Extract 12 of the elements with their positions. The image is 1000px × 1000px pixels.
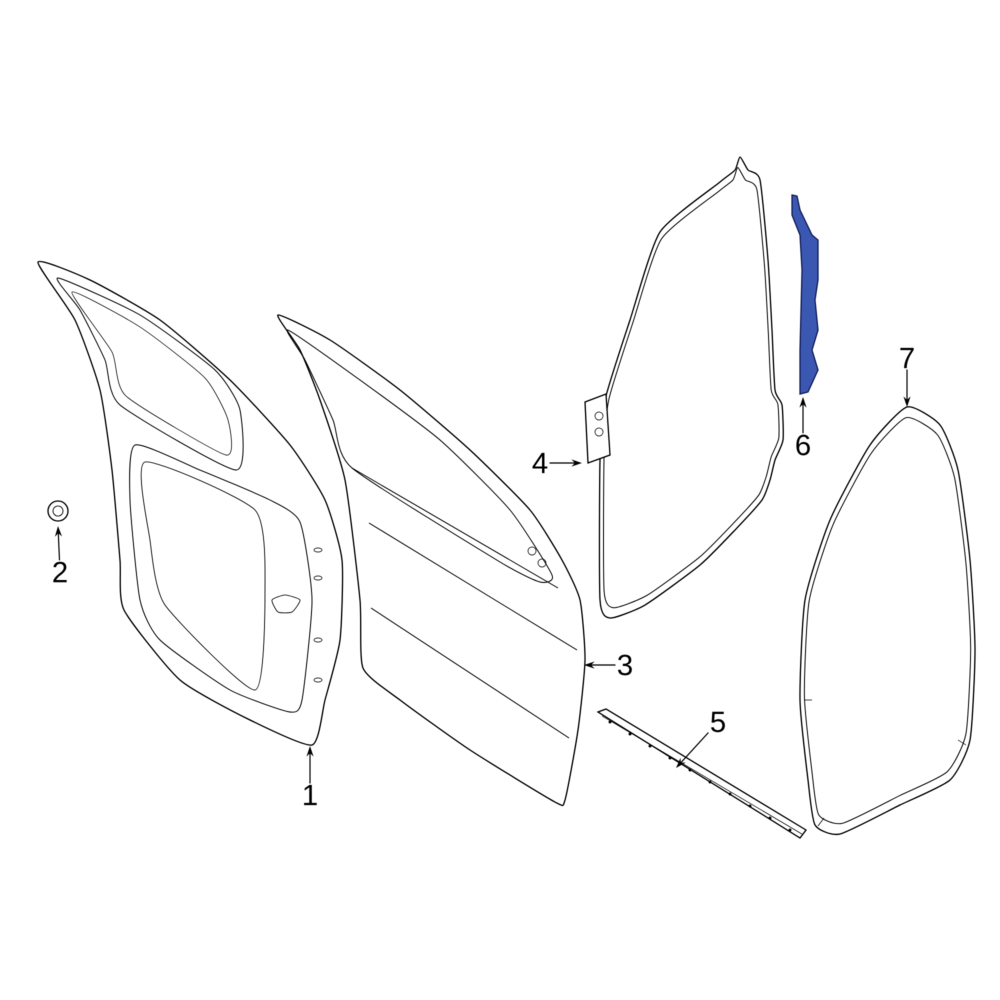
grommet-drawing xyxy=(47,500,69,522)
callout-number: 5 xyxy=(711,712,725,732)
door-skin-drawing xyxy=(277,314,586,806)
callout-number: 2 xyxy=(53,562,67,582)
door-shell-drawing xyxy=(37,260,344,746)
callout-number: 6 xyxy=(796,434,810,456)
seal-drawing xyxy=(791,194,819,395)
callout-number: 1 xyxy=(304,784,317,806)
callout-number: 4 xyxy=(532,452,548,474)
callout-number: 7 xyxy=(900,348,914,368)
callout-number: 3 xyxy=(618,654,632,676)
weatherstrip-drawing xyxy=(584,156,784,619)
